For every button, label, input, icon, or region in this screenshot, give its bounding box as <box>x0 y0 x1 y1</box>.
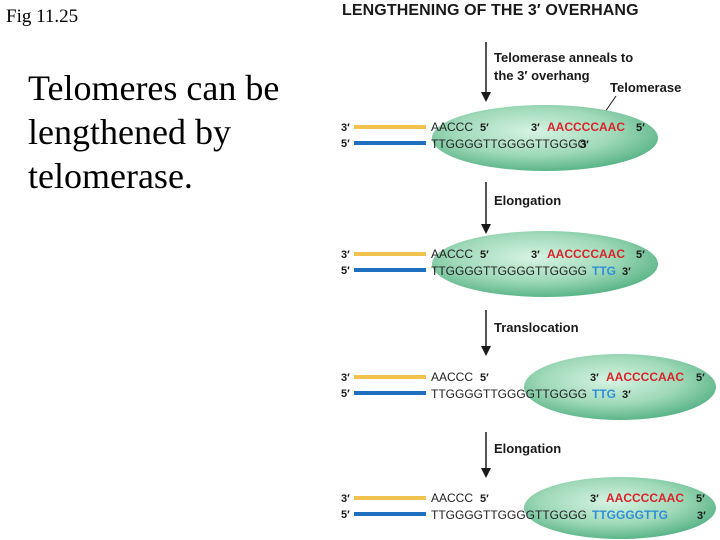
bottom-strand-bar <box>354 391 426 395</box>
prime-label: 3′ <box>590 493 599 505</box>
figure-label: Fig 11.25 <box>6 6 79 27</box>
step-arrow-4-head <box>481 468 491 478</box>
telomerase-pointer <box>604 95 617 113</box>
top-strand-bar <box>354 375 426 379</box>
telomerase-enzyme <box>432 231 658 297</box>
prime-label: 5′ <box>480 122 489 134</box>
telomerase-enzyme <box>524 354 716 420</box>
rna-template-seq: AACCCCAAC <box>547 120 625 134</box>
prime-label: 3′ <box>622 266 631 278</box>
telomerase-enzyme <box>524 477 716 539</box>
row-1: 3′ 5′ AACCC 5′ 3′ AACCCCAAC 5′ TTGGGGTTG… <box>341 105 658 171</box>
step-label-translocation: Translocation <box>494 320 579 335</box>
prime-label: 3′ <box>590 372 599 384</box>
step-label-elongation: Elongation <box>494 193 561 208</box>
top-strand-seq: AACCC <box>431 491 473 505</box>
caption-text: Telomeres can be lengthened by telomeras… <box>28 68 280 196</box>
prime-label: 5′ <box>636 249 645 261</box>
step-arrow-1-head <box>481 92 491 102</box>
telomerase-label: Telomerase <box>610 80 681 95</box>
rna-template-seq: AACCCCAAC <box>547 247 625 261</box>
bottom-strand-bar <box>354 268 426 272</box>
top-strand-seq: AACCC <box>431 247 473 261</box>
prime-label: 5′ <box>696 372 705 384</box>
rna-template-seq: AACCCCAAC <box>606 491 684 505</box>
top-strand-bar <box>354 496 426 500</box>
prime-label: 3′ <box>580 139 589 151</box>
step1-label-line1: Telomerase anneals to <box>494 50 633 65</box>
prime-label: 5′ <box>341 388 350 400</box>
step1-label-line2: the 3′ overhang <box>494 68 590 83</box>
prime-label: 5′ <box>341 138 350 150</box>
prime-label: 5′ <box>696 493 705 505</box>
new-dna-seq: TTG <box>592 264 616 278</box>
bottom-strand-bar <box>354 141 426 145</box>
bottom-strand-seq: TTGGGGTTGGGGTTGGGG <box>431 387 587 401</box>
prime-label: 5′ <box>480 372 489 384</box>
step-label-elongation-2: Elongation <box>494 441 561 456</box>
prime-label: 3′ <box>531 122 540 134</box>
prime-label: 3′ <box>622 389 631 401</box>
rna-template-seq: AACCCCAAC <box>606 370 684 384</box>
prime-label: 5′ <box>341 265 350 277</box>
new-dna-seq: TTGGGGTTG <box>592 508 668 522</box>
prime-label: 3′ <box>341 372 350 384</box>
prime-label: 5′ <box>480 493 489 505</box>
prime-label: 3′ <box>341 122 350 134</box>
prime-label: 5′ <box>636 122 645 134</box>
step-arrow-2-head <box>481 224 491 234</box>
bottom-strand-bar <box>354 512 426 516</box>
top-strand-seq: AACCC <box>431 370 473 384</box>
prime-label: 3′ <box>697 510 706 522</box>
top-strand-bar <box>354 125 426 129</box>
panel-title: LENGTHENING OF THE 3′ OVERHANG <box>342 2 639 19</box>
prime-label: 3′ <box>341 249 350 261</box>
bottom-strand-seq: TTGGGGTTGGGGTTGGGG <box>431 137 587 151</box>
top-strand-seq: AACCC <box>431 120 473 134</box>
row-2: 3′ 5′ AACCC 5′ 3′ AACCCCAAC 5′ TTGGGGTTG… <box>341 231 658 297</box>
telomerase-enzyme <box>432 105 658 171</box>
row-4: 3′ 5′ AACCC 5′ 3′ AACCCCAAC 5′ TTGGGGTTG… <box>341 477 716 539</box>
prime-label: 5′ <box>480 249 489 261</box>
row-3: 3′ 5′ AACCC 5′ 3′ AACCCCAAC 5′ TTGGGGTTG… <box>341 354 716 420</box>
bottom-strand-seq: TTGGGGTTGGGGTTGGGG <box>431 264 587 278</box>
prime-label: 3′ <box>341 493 350 505</box>
prime-label: 3′ <box>531 249 540 261</box>
step-arrow-3-head <box>481 346 491 356</box>
bottom-strand-seq: TTGGGGTTGGGGTTGGGG <box>431 508 587 522</box>
new-dna-seq: TTG <box>592 387 616 401</box>
top-strand-bar <box>354 252 426 256</box>
prime-label: 5′ <box>341 509 350 521</box>
